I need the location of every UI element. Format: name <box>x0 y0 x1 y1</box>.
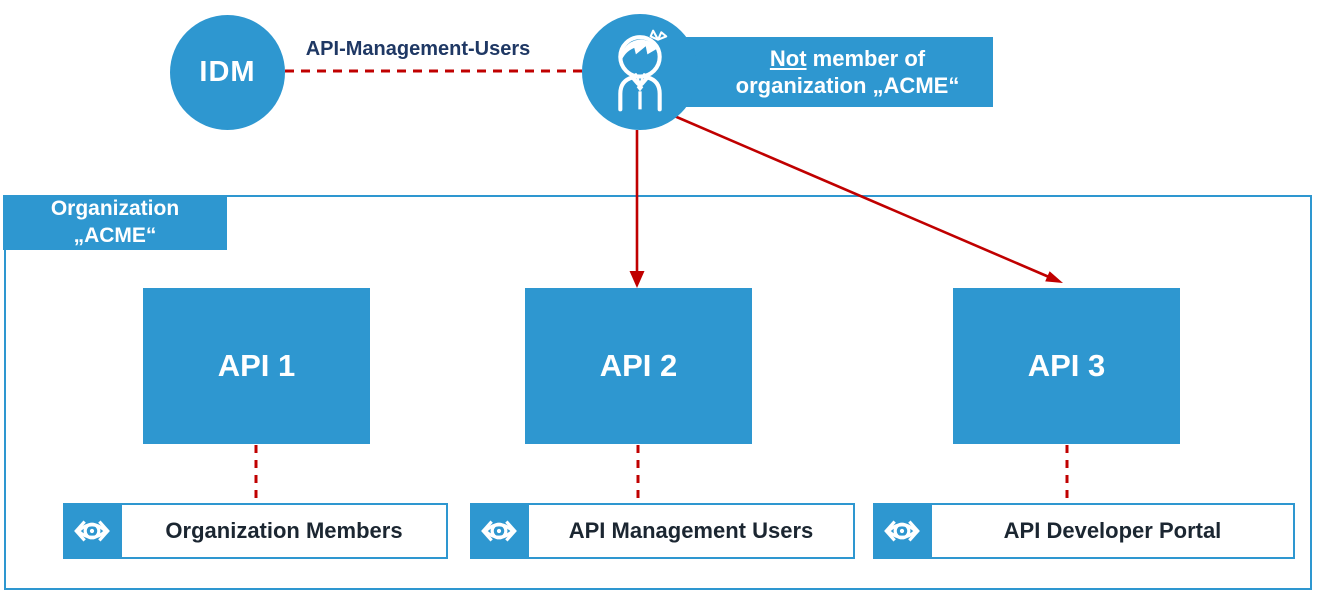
organization-box <box>4 195 1312 590</box>
person-icon <box>599 26 681 119</box>
portal-api-management-users: API Management Users <box>470 503 855 559</box>
eye-icon <box>470 503 527 559</box>
api2-box: API 2 <box>525 288 752 444</box>
user-node <box>582 14 698 130</box>
banner-line2: organization „ACME“ <box>735 73 960 98</box>
portal-label: API Developer Portal <box>930 503 1295 559</box>
portal-label: Organization Members <box>120 503 448 559</box>
api3-label: API 3 <box>1027 348 1106 383</box>
api1-label: API 1 <box>217 348 296 383</box>
portal-organization-members: Organization Members <box>63 503 448 559</box>
idm-node: IDM <box>170 15 285 130</box>
not-member-banner: Not member of organization „ACME“ <box>660 37 993 107</box>
portal-label: API Management Users <box>527 503 855 559</box>
portal-api-developer-portal: API Developer Portal <box>873 503 1295 559</box>
eye-icon <box>873 503 930 559</box>
idm-label: IDM <box>199 56 256 88</box>
idm-connector-label: API-Management-Users <box>305 38 531 60</box>
banner-line1-rest: member of <box>806 45 926 71</box>
banner-line1: Not member of <box>770 45 925 72</box>
organization-title-line2: „ACME“ <box>73 223 157 247</box>
organization-tab: Organization „ACME“ <box>3 195 227 250</box>
api3-box: API 3 <box>953 288 1180 444</box>
api1-box: API 1 <box>143 288 370 444</box>
banner-underlined-word: Not <box>769 45 807 71</box>
api2-label: API 2 <box>599 348 678 383</box>
organization-title-line1: Organization <box>50 197 180 221</box>
eye-icon <box>63 503 120 559</box>
